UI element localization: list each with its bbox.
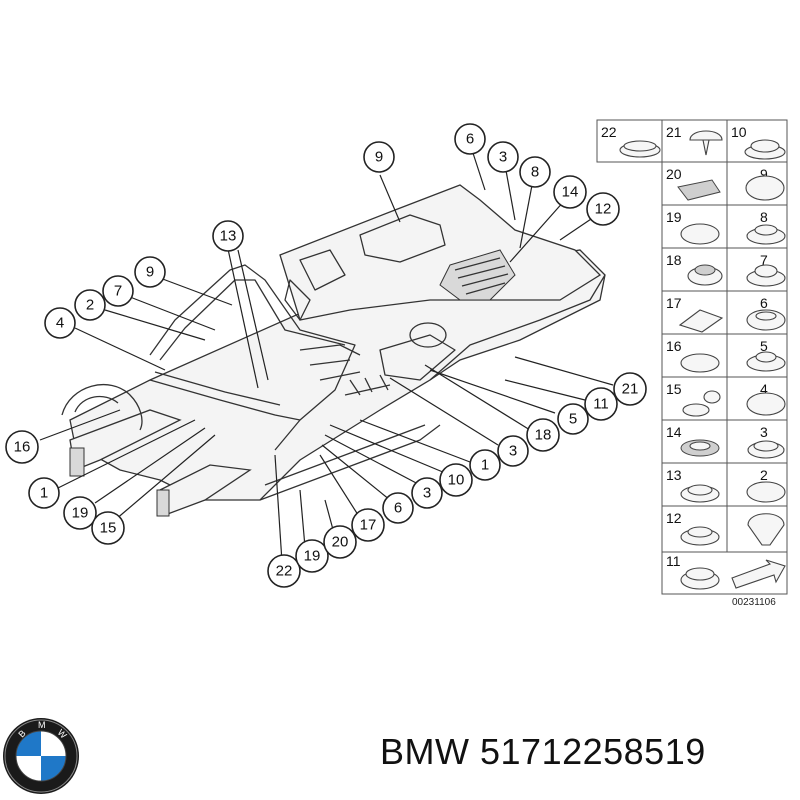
- legend-14: 14: [666, 424, 682, 440]
- callout-6: 6: [382, 492, 414, 524]
- callout-14: 14: [553, 175, 587, 209]
- svg-text:1: 1: [481, 457, 489, 474]
- callout-17: 17: [351, 508, 385, 542]
- callout-7: 7: [102, 275, 134, 307]
- svg-text:6: 6: [394, 500, 402, 517]
- legend-21: 21: [666, 124, 682, 140]
- legend-15: 15: [666, 381, 682, 397]
- legend-20: 20: [666, 166, 682, 182]
- callout-3: 3: [497, 435, 529, 467]
- callout-22: 22: [267, 554, 301, 588]
- parts-legend: 22 21 10 20 9 19 8 18 7 17 6 16 5 15 4 1…: [596, 119, 788, 608]
- svg-text:22: 22: [276, 563, 293, 580]
- legend-12: 12: [666, 510, 682, 526]
- callout-13: 13: [212, 220, 244, 252]
- legend-19: 19: [666, 209, 682, 225]
- svg-text:14: 14: [562, 184, 579, 201]
- svg-text:M: M: [38, 720, 46, 730]
- callout-9: 9: [134, 256, 166, 288]
- legend-13: 13: [666, 467, 682, 483]
- svg-text:17: 17: [360, 517, 377, 534]
- legend-10: 10: [731, 124, 747, 140]
- svg-text:10: 10: [448, 472, 465, 489]
- svg-text:3: 3: [499, 149, 507, 166]
- svg-text:18: 18: [535, 427, 552, 444]
- svg-text:15: 15: [100, 520, 117, 537]
- diagram-code: 00231106: [732, 597, 776, 608]
- callout-1: 1: [28, 477, 60, 509]
- callout-15: 15: [91, 511, 125, 545]
- legend-9: 9: [760, 166, 768, 182]
- svg-text:19: 19: [304, 548, 321, 565]
- callout-6: 6: [454, 123, 486, 155]
- svg-text:3: 3: [509, 443, 517, 460]
- callout-8: 8: [519, 156, 551, 188]
- svg-text:9: 9: [146, 264, 154, 281]
- callouts: 13 9 7 2 4 16 1 19 15 22 19 20 17 6 3 10…: [5, 123, 647, 588]
- legend-16: 16: [666, 338, 682, 354]
- callout-2: 2: [74, 289, 106, 321]
- legend-18: 18: [666, 252, 682, 268]
- callout-1: 1: [469, 449, 501, 481]
- callout-3: 3: [411, 477, 443, 509]
- svg-text:19: 19: [72, 505, 89, 522]
- svg-text:4: 4: [56, 315, 64, 332]
- svg-text:13: 13: [220, 228, 237, 245]
- legend-4: 4: [760, 381, 768, 397]
- part-number: 51712258519: [480, 731, 706, 772]
- callout-18: 18: [526, 418, 560, 452]
- svg-text:5: 5: [569, 411, 577, 428]
- legend-3: 3: [760, 424, 768, 440]
- callout-19: 19: [295, 539, 329, 573]
- callout-3: 3: [487, 141, 519, 173]
- callout-21: 21: [613, 372, 647, 406]
- legend-17: 17: [666, 295, 682, 311]
- svg-text:20: 20: [332, 534, 349, 551]
- bmw-logo: B M W: [3, 718, 79, 794]
- legend-11: 11: [666, 553, 681, 569]
- brand-part-caption: BMW 51712258519: [380, 731, 706, 773]
- svg-text:12: 12: [595, 201, 612, 218]
- callout-10: 10: [439, 463, 473, 497]
- svg-text:11: 11: [593, 396, 609, 413]
- legend-5: 5: [760, 338, 768, 354]
- leader-lines: [39, 149, 614, 563]
- legend-22: 22: [601, 124, 617, 140]
- callout-16: 16: [5, 430, 39, 464]
- svg-text:2: 2: [86, 297, 94, 314]
- svg-text:B: B: [16, 728, 27, 739]
- brand-name: BMW: [380, 731, 470, 772]
- svg-text:21: 21: [622, 381, 639, 398]
- legend-2: 2: [760, 467, 768, 483]
- legend-7: 7: [760, 252, 768, 268]
- svg-text:8: 8: [531, 164, 539, 181]
- legend-6: 6: [760, 295, 768, 311]
- svg-text:9: 9: [375, 149, 383, 166]
- svg-text:7: 7: [114, 283, 122, 300]
- callout-4: 4: [44, 307, 76, 339]
- svg-text:6: 6: [466, 131, 474, 148]
- car-body-illustration: [61, 184, 606, 517]
- callout-9: 9: [363, 141, 395, 173]
- callout-19: 19: [63, 496, 97, 530]
- callout-11: 11: [584, 387, 618, 421]
- svg-text:3: 3: [423, 485, 431, 502]
- callout-5: 5: [557, 403, 589, 435]
- svg-text:1: 1: [40, 485, 48, 502]
- callout-12: 12: [586, 192, 620, 226]
- legend-8: 8: [760, 209, 768, 225]
- callout-20: 20: [323, 525, 357, 559]
- svg-text:16: 16: [14, 439, 31, 456]
- plug-illustrations: [619, 130, 786, 590]
